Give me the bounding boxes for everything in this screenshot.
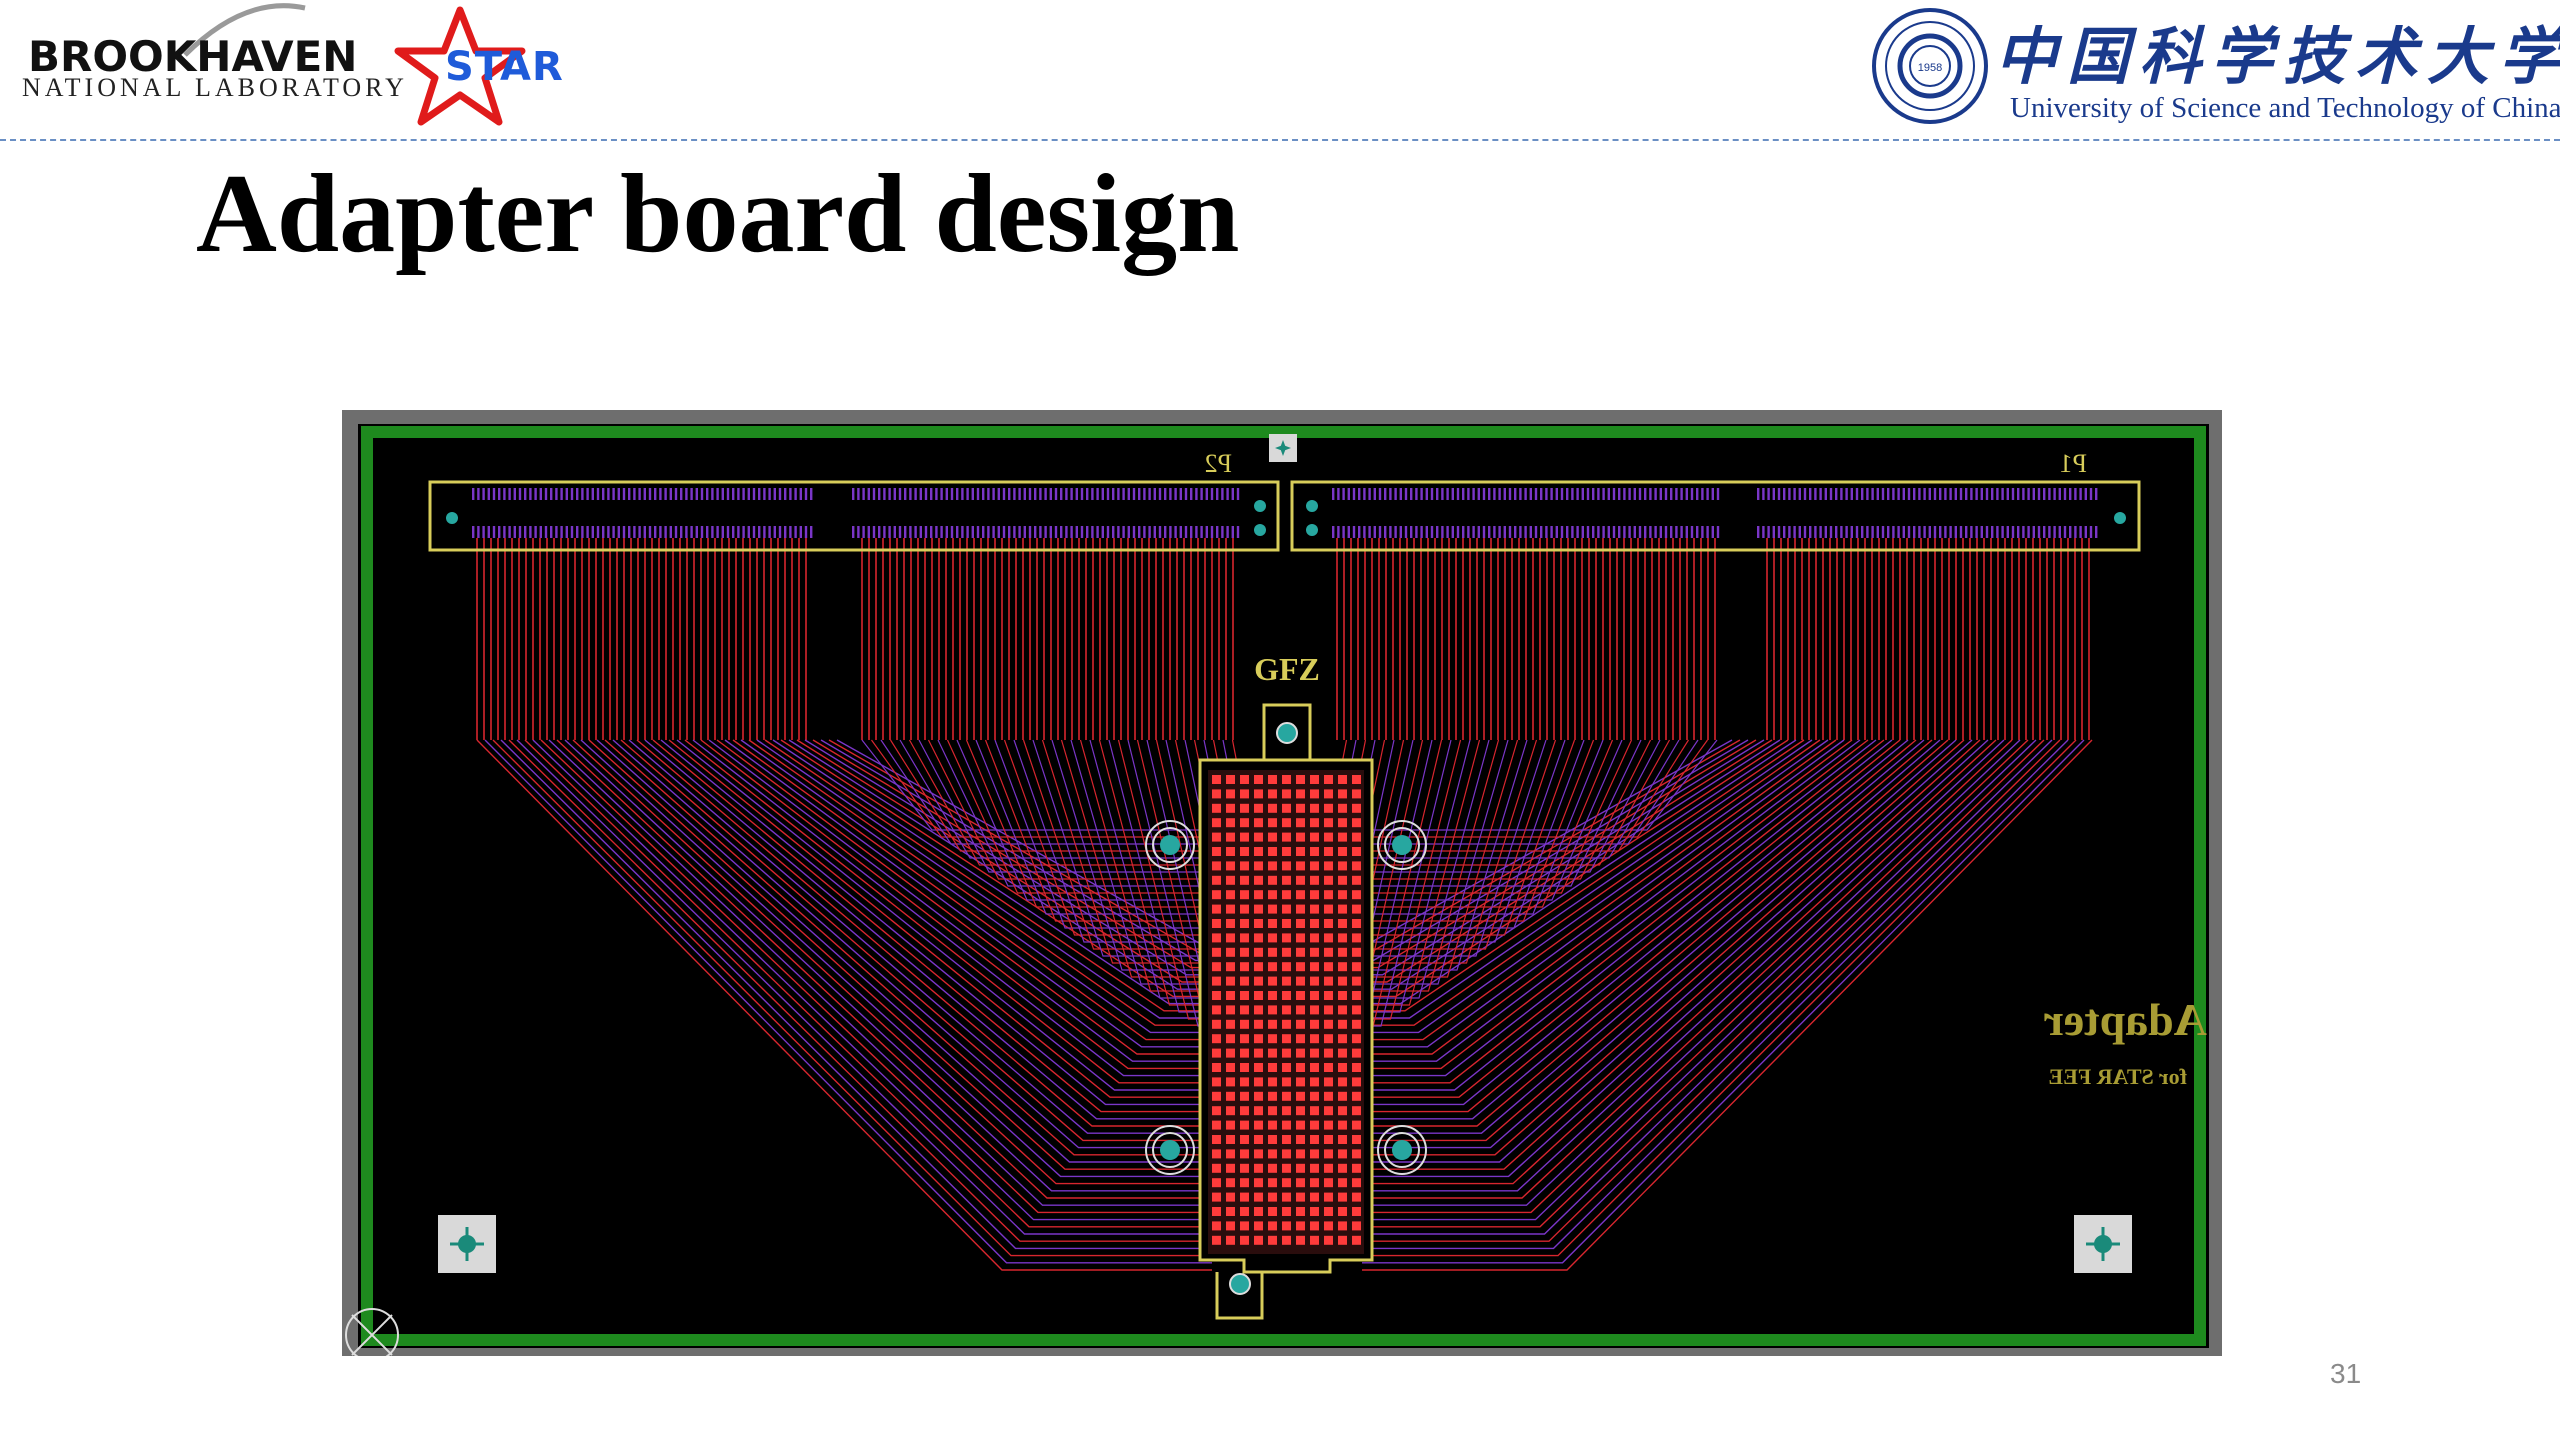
bnl-logo-subtitle: NATIONAL LABORATORY <box>22 73 408 102</box>
connector-p2-mount-via <box>446 512 458 524</box>
silk-adapter-subtitle: for STAR FEE <box>2048 1064 2187 1089</box>
center-connector-footprint <box>1198 703 1374 1320</box>
ustc-name-chinese: 中国科学技术大学 <box>1995 20 2560 93</box>
star-logo-text: STAR <box>445 44 564 90</box>
mounting-holes <box>1145 820 1427 1175</box>
connector-p1-via-b <box>1306 524 1318 536</box>
ustc-name-english: University of Science and Technology of … <box>2010 92 2560 124</box>
header-logos-left: BROOKHAVEN NATIONAL LABORATORY STAR <box>10 0 563 135</box>
center-mount-via-top <box>1276 722 1298 744</box>
connector-p1 <box>1290 480 2141 552</box>
connector-p1-mount-via <box>2114 512 2126 524</box>
fiducial-bottom-left <box>438 1215 496 1273</box>
connector-p2-via-b <box>1254 524 1266 536</box>
header-divider <box>0 139 2560 141</box>
connector-p2-label: P2 <box>1205 449 1232 478</box>
pcb-board-outline <box>361 426 2206 1346</box>
gfz-label: GFZ <box>1254 651 1320 687</box>
ustc-seal-year: 1958 <box>1918 62 1942 74</box>
connector-p2 <box>428 480 1280 552</box>
connector-p1-via-a <box>1306 500 1318 512</box>
connector-p1-label: P1 <box>2060 449 2087 478</box>
fiducial-top <box>1269 434 1297 462</box>
pcb-layout-image: P2 P1 GFZ Adapter for <box>342 410 2222 1362</box>
ustc-seal-icon: 1958 <box>1872 8 1988 124</box>
star-logo-icon <box>394 6 526 126</box>
pcb-layout-figure: P2 P1 GFZ Adapter for <box>342 410 2222 1362</box>
page-number: 31 <box>2330 1358 2362 1389</box>
slide-title: Adapter board design <box>196 152 1240 276</box>
header-logos-right: 1958 中国科学技术大学 University of Science and … <box>1840 0 2560 135</box>
fiducial-bottom-right <box>2074 1215 2132 1273</box>
bnl-swoosh-icon <box>183 3 306 57</box>
connector-p2-via-a <box>1254 500 1266 512</box>
silk-adapter-title: Adapter <box>2043 994 2207 1045</box>
center-mount-via-bottom <box>1229 1273 1251 1295</box>
bnl-logo-text: BROOKHAVEN <box>28 32 358 81</box>
